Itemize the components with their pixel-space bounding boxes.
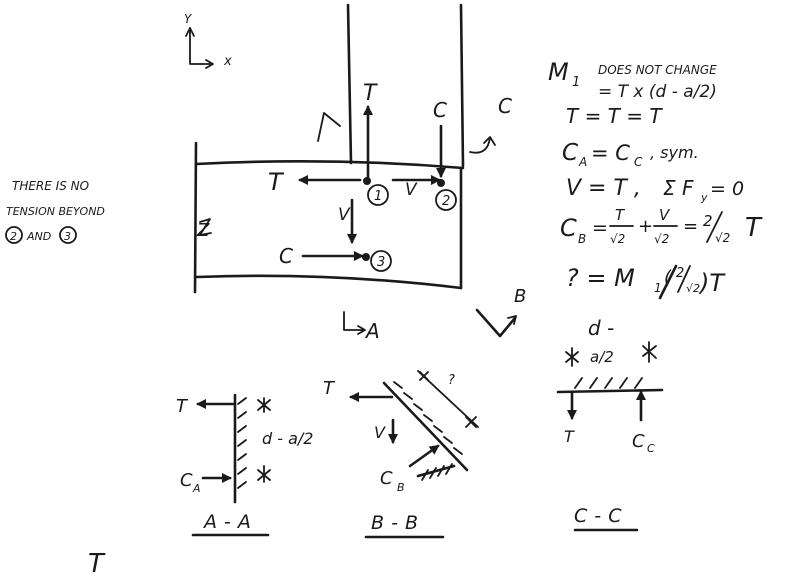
eq-q: ? = M — [566, 264, 635, 292]
eq-cb-tail: T — [745, 213, 763, 243]
node-2-label: 2 — [442, 194, 450, 209]
eq-m-sub: 1 — [572, 75, 580, 90]
label-A: A — [364, 319, 380, 343]
eq-m-note: DOES NOT CHANGE — [598, 63, 717, 77]
vertical-member — [346, 3, 465, 168]
eq-ca-rest: = C — [591, 141, 630, 165]
cc-dim-top: d - — [588, 316, 614, 340]
horizontal-member — [193, 141, 465, 294]
axes-icon — [185, 27, 214, 69]
label-T-top: T — [363, 81, 378, 106]
label-T-left: T — [268, 168, 285, 196]
label-C-left: C — [279, 244, 293, 268]
bb-label-q: ? — [448, 373, 455, 388]
aa-label-C: C — [180, 470, 193, 491]
bb-label-C: C — [380, 468, 393, 489]
eq-frac3-slash — [706, 211, 723, 243]
eq-q-slash — [658, 264, 678, 300]
eq-sum-rest: = 0 — [710, 178, 744, 200]
note-line-1: THERE IS NO — [12, 179, 89, 193]
node-2-circle — [435, 189, 457, 211]
aa-label-C-sub: A — [192, 482, 201, 495]
aa-label-T: T — [176, 396, 189, 417]
node-3-dot — [362, 253, 370, 261]
node-1-circle — [367, 184, 389, 206]
bb-caption: B - B — [371, 512, 419, 534]
node-1-label: 1 — [374, 189, 382, 204]
eq-sym: , sym. — [650, 143, 699, 162]
bb-label-V: V — [374, 423, 386, 442]
node-3-circle — [370, 250, 392, 272]
eq-frac3-num: 2 — [703, 212, 713, 230]
bb-label-T: T — [323, 378, 336, 399]
eq-t-equal: T = T = T — [566, 104, 663, 128]
cut-arrow-b-top-icon — [317, 112, 341, 142]
eq-q-num: 2 — [676, 266, 684, 281]
cc-label-C: C — [632, 431, 645, 452]
node-3-label: 3 — [377, 255, 385, 270]
aa-caption: A - A — [202, 511, 251, 533]
section-cc-diagram — [556, 341, 664, 532]
eq-v: V = T , — [566, 176, 641, 201]
eq-q-sub: 1 — [654, 281, 662, 295]
eq-frac2-den: √2 — [654, 232, 669, 246]
eq-cb: C — [560, 214, 577, 242]
eq-q-den: √2 — [686, 282, 700, 295]
label-C-cut: C — [498, 94, 512, 118]
eq-cb-eq: = — [592, 217, 608, 239]
cc-label-T: T — [564, 427, 575, 446]
cc-caption: C - C — [574, 505, 622, 527]
eq-q-open: ( — [664, 267, 672, 288]
aa-dim: d - a/2 — [262, 429, 313, 448]
note-num-2: 2 — [10, 230, 17, 243]
eq-cc-sub: C — [634, 155, 643, 169]
note-and: AND — [26, 230, 51, 243]
eq-sum-sub: y — [700, 191, 708, 204]
node-2-dot — [437, 179, 445, 187]
cc-label-C-sub: C — [647, 442, 655, 455]
cc-dim-bottom: a/2 — [590, 348, 614, 366]
label-Z: Z — [196, 220, 210, 241]
note-num-3: 3 — [64, 230, 71, 243]
eq-cb-sub: B — [578, 232, 586, 246]
eq-ca: C — [562, 140, 578, 166]
eq-frac1-den: √2 — [610, 232, 625, 246]
note-circle-2 — [5, 226, 23, 244]
eq-frac3-den: √2 — [715, 231, 730, 245]
note-circle-3 — [59, 226, 77, 244]
eq-sum: Σ F — [663, 176, 694, 200]
cut-arrow-a-icon — [343, 311, 366, 335]
node-1-dot — [363, 177, 371, 185]
eq-q-frac-slash — [677, 265, 691, 293]
note-line-2: TENSION BEYOND — [6, 205, 105, 218]
bb-label-C-sub: B — [397, 481, 405, 494]
label-C-top: C — [433, 98, 447, 122]
section-bb-diagram — [349, 370, 479, 539]
cut-arrow-c-icon — [469, 136, 496, 154]
eq-q-tail: )T — [698, 269, 726, 297]
axis-y-label: Y — [184, 12, 193, 26]
eq-eq2: = — [683, 216, 698, 237]
cut-arrow-b-icon — [475, 308, 517, 338]
eq-m: M — [548, 58, 569, 86]
axis-x-label: x — [223, 54, 232, 69]
label-V-horizontal: V — [405, 180, 418, 200]
eq-frac2-num: V — [659, 206, 671, 224]
eq-frac1-num: T — [615, 206, 626, 224]
eq-m-expression: = T x (d - a/2) — [598, 82, 717, 102]
eq-ca-sub: A — [578, 155, 587, 169]
section-aa-diagram — [191, 393, 271, 537]
label-V-vertical: V — [338, 205, 351, 225]
eq-plus: + — [638, 216, 653, 237]
break-mark-icon — [199, 218, 212, 236]
stray-mark: T — [88, 549, 106, 576]
label-B: B — [514, 286, 526, 307]
